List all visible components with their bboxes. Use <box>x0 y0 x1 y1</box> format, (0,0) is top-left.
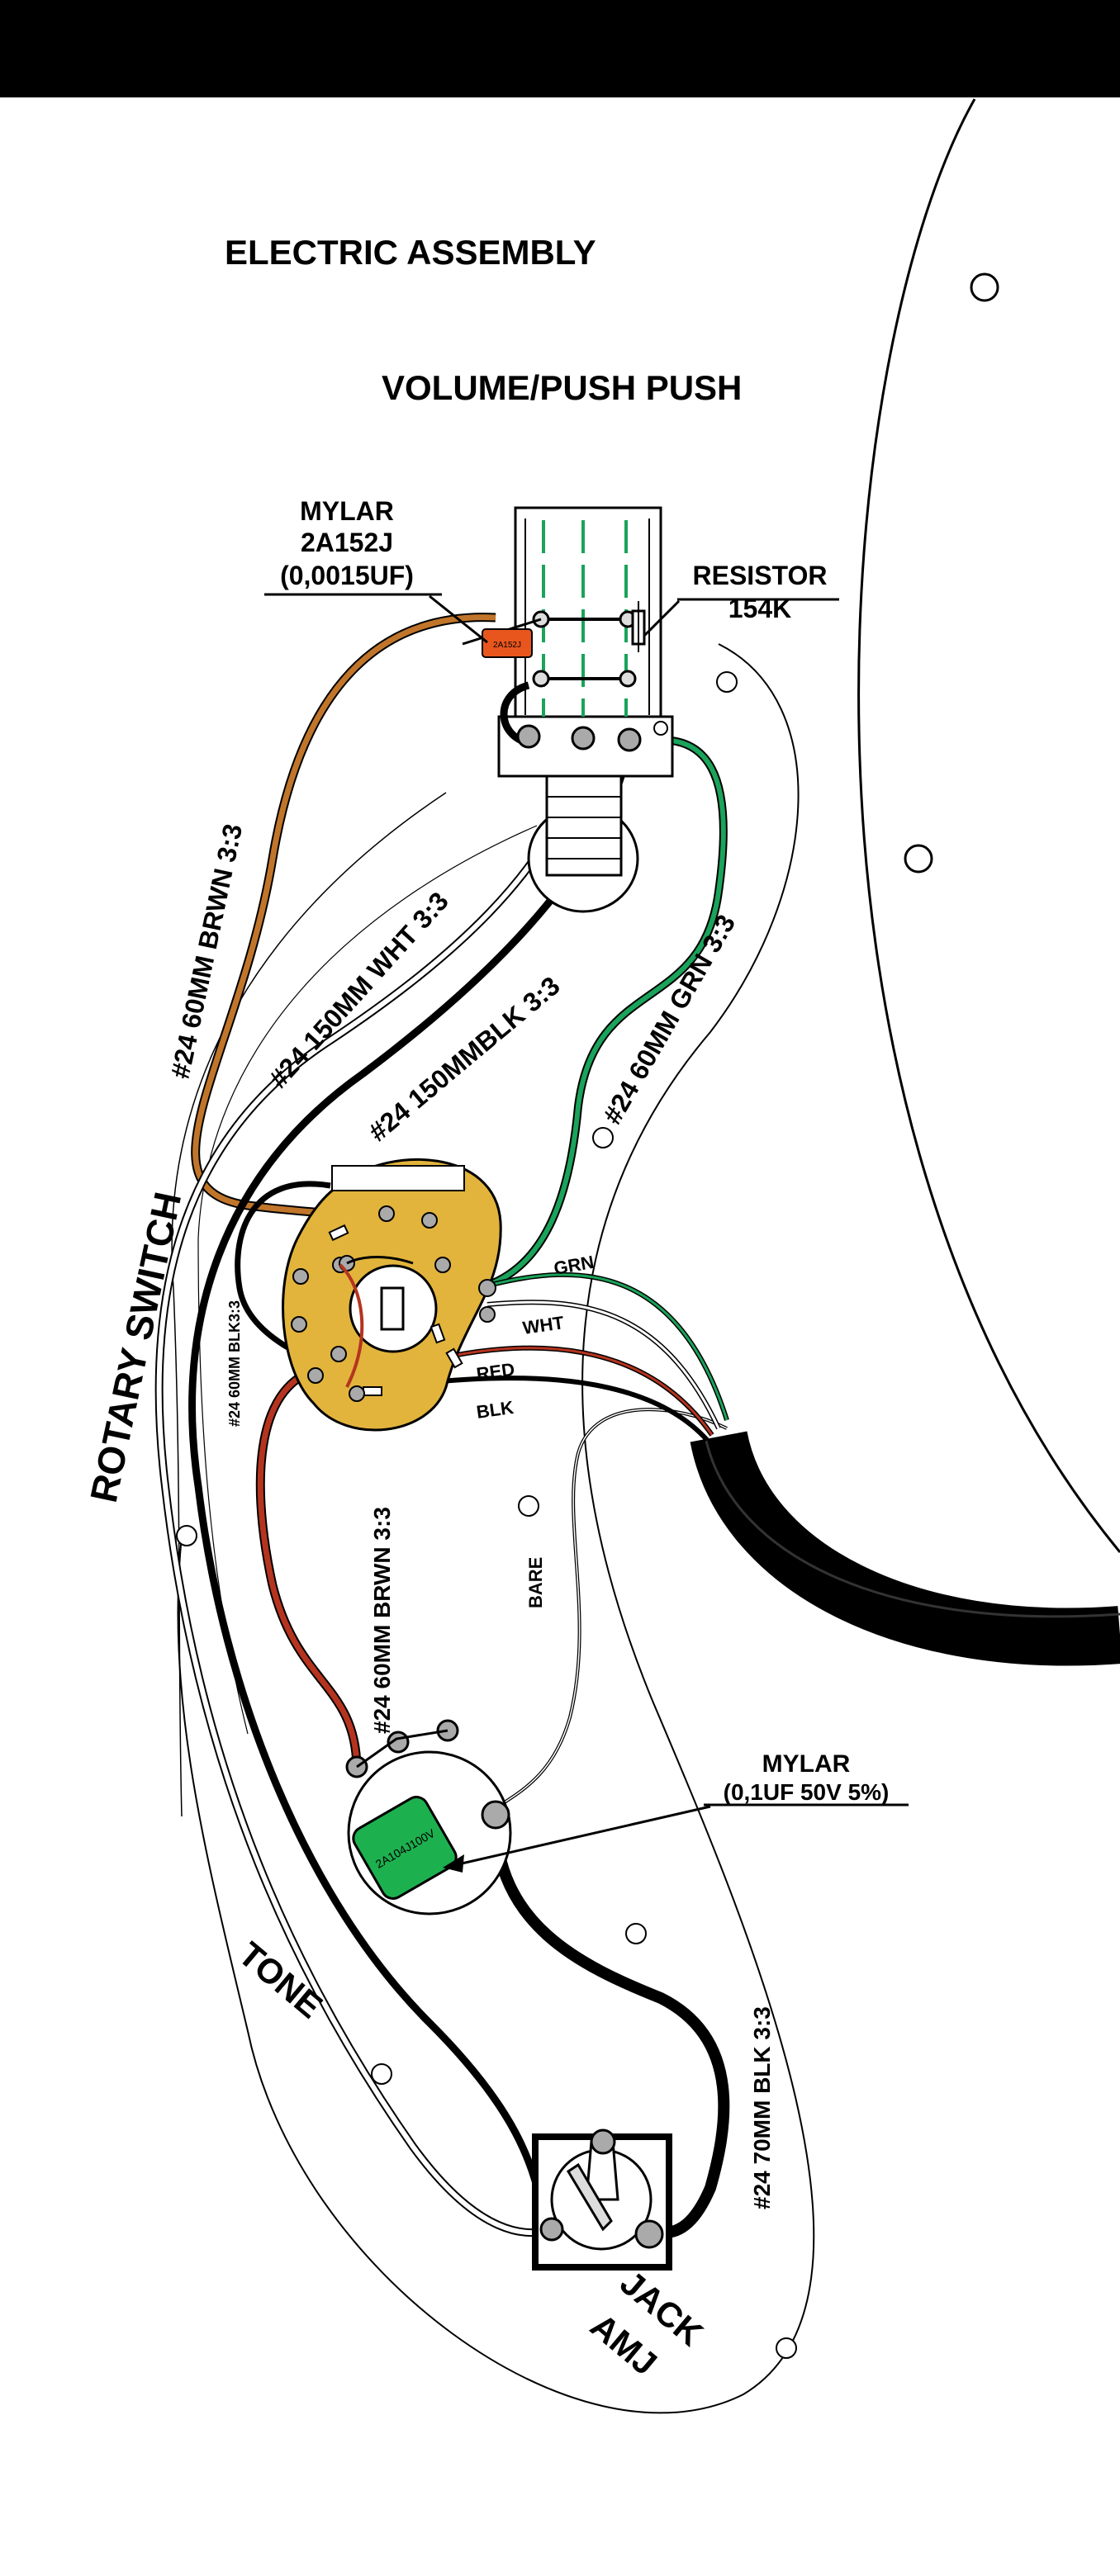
mylar-capacitor-2a152j[interactable]: 2A152J <box>462 618 542 658</box>
label-wire-white: #24 150MM WHT 3:3 <box>263 886 453 1093</box>
harness-wire-red-color <box>429 1347 714 1436</box>
cap1-label-2: 2A152J <box>301 528 393 557</box>
screw-hole <box>176 1525 197 1546</box>
label-wire-black-short: #24 60MM BLK3:3 <box>226 1300 243 1427</box>
volume-push-push-pot[interactable] <box>497 506 674 913</box>
resistor-label-1: RESISTOR <box>693 561 828 590</box>
screw-hole <box>371 2063 392 2085</box>
wire-white-color <box>156 739 586 2236</box>
cap1-leader <box>429 594 488 644</box>
screw-hole <box>625 1923 647 1944</box>
wire-black-jack <box>490 1816 730 2240</box>
label-harness-blk: BLK <box>475 1397 515 1423</box>
wire-brown-long-color <box>192 614 496 1221</box>
control-cavity-outline <box>177 643 815 2414</box>
cap2-label-1: MYLAR <box>762 1750 851 1778</box>
cable-harness-highlight <box>705 1440 1120 1618</box>
cap1-label-1: MYLAR <box>300 496 394 526</box>
guitar-body-outline <box>857 98 1120 1553</box>
label-harness-wht: WHT <box>521 1312 566 1338</box>
screw-hole <box>970 272 999 302</box>
rotary-switch[interactable] <box>282 1158 502 1432</box>
cap2-arrowhead <box>443 1854 464 1873</box>
screw-hole <box>716 671 738 693</box>
label-wire-brown-short: #24 60MM BRWN 3:3 <box>369 1507 395 1734</box>
label-wire-black-jack: #24 70MM BLK 3:3 <box>749 2006 775 2209</box>
resistor-leader <box>643 599 681 637</box>
screw-hole <box>518 1495 539 1517</box>
screw-hole <box>592 1127 614 1148</box>
wire-bare-inner <box>495 1409 728 1809</box>
label-rotary-switch: ROTARY SWITCH <box>82 1188 189 1506</box>
cap1-label-3: (0,0015UF) <box>280 561 414 590</box>
top-black-bar <box>0 0 1120 97</box>
cap1-print: 2A152J <box>493 641 521 650</box>
cap2-label-2: (0,1UF 50V 5%) <box>724 1779 890 1805</box>
screw-hole <box>776 2337 797 2359</box>
inner-cavity-line-2 <box>197 825 538 1735</box>
resistor-label-2: 154K <box>728 594 792 623</box>
diagram-subtitle: VOLUME/PUSH PUSH <box>382 368 742 407</box>
wire-green-color <box>487 737 726 1287</box>
cap2-leader <box>450 1805 711 1868</box>
mylar-capacitor-0-1uf[interactable]: 2A104J100V <box>349 1792 461 1902</box>
label-wire-bare: BARE <box>525 1557 546 1608</box>
wire-black-long <box>188 741 634 2230</box>
resistor-154k[interactable] <box>631 601 646 652</box>
inner-cavity-line <box>171 792 447 1817</box>
harness-wire-grn-color <box>491 1273 728 1421</box>
label-wire-brown-long: #24 60MM BRWN 3:3 <box>165 822 249 1082</box>
label-harness-red: RED <box>475 1359 515 1385</box>
screw-hole <box>904 844 933 874</box>
wire-brown-short-color <box>257 1371 360 1768</box>
output-jack-amj[interactable] <box>532 2129 672 2271</box>
harness-wire-wht-color <box>486 1300 720 1429</box>
diagram-title: ELECTRIC ASSEMBLY <box>225 233 596 272</box>
cable-harness <box>690 1430 1120 1666</box>
